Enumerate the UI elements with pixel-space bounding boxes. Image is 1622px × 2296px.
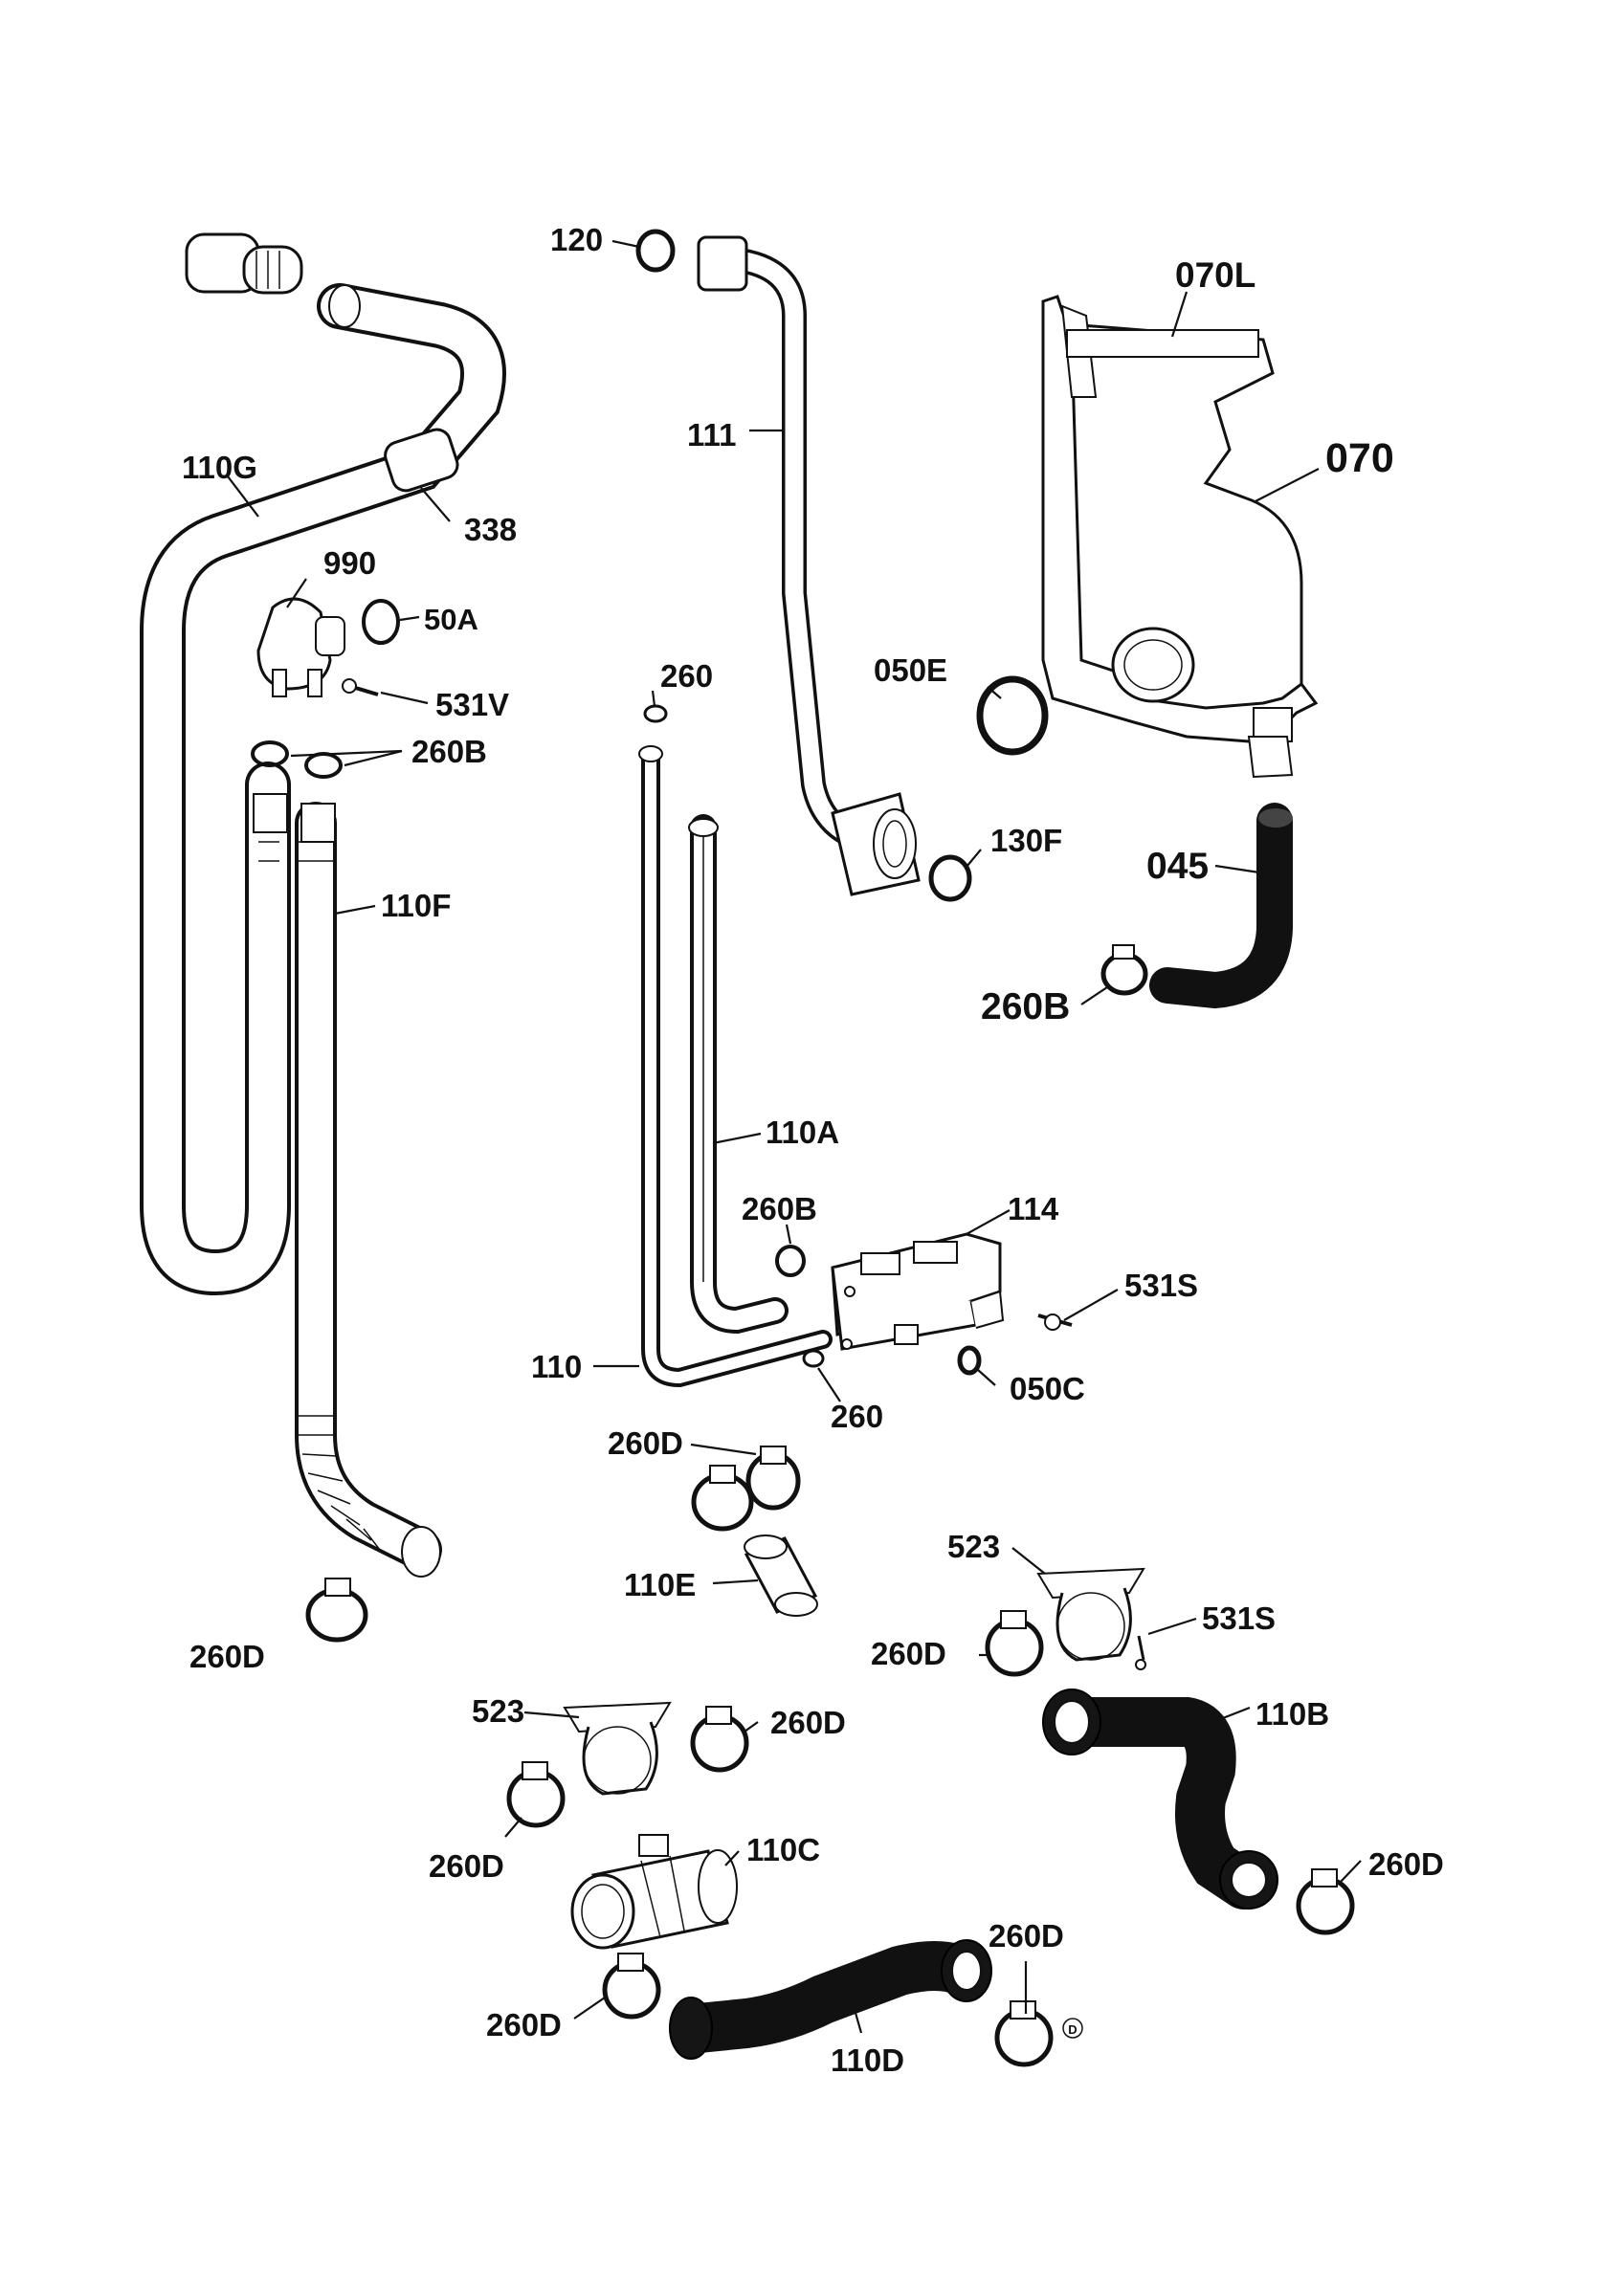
label-045: 045 — [1146, 846, 1209, 887]
label-531S-top: 531S — [1124, 1268, 1198, 1303]
label-990: 990 — [323, 545, 376, 581]
label-111: 111 — [687, 417, 736, 453]
label-260D-left: 260D — [189, 1639, 265, 1674]
label-260D-f: 260D — [989, 1918, 1064, 1954]
label-260B-left: 260B — [411, 734, 487, 769]
seal-050E-part — [976, 675, 1049, 756]
pipe-111-part — [697, 235, 921, 896]
label-130F: 130F — [990, 823, 1062, 858]
clamp-260B-right-part — [1100, 944, 1148, 996]
label-260B-right: 260B — [981, 986, 1070, 1027]
label-523-right: 523 — [947, 1529, 1000, 1564]
tube-110A-part — [688, 814, 789, 1335]
block-114-part — [831, 1232, 1005, 1351]
clamp-260D-lower-right-part — [994, 2000, 1054, 2067]
label-50A: 50A — [424, 603, 478, 636]
label-110D: 110D — [831, 2042, 904, 2078]
hose-110G-part — [140, 283, 506, 1296]
label-110E: 110E — [624, 1567, 696, 1602]
label-531S-bottom: 531S — [1202, 1601, 1276, 1636]
ring-130F-part — [928, 854, 972, 902]
label-260D-e: 260D — [429, 1848, 504, 1884]
screw-531V-part — [342, 678, 379, 696]
sleeve-110E-part — [744, 1534, 818, 1617]
variant-mark-d: D — [1068, 2022, 1077, 2037]
clamp-260D-lower-left-part — [602, 1953, 661, 2020]
ring-50A-part — [362, 599, 400, 645]
clamps-260D-center-part — [691, 1446, 801, 1532]
bracket-523-left-part — [563, 1701, 672, 1796]
valve-990-part — [256, 597, 345, 697]
label-110B: 110B — [1255, 1696, 1329, 1732]
variant-mark-circle — [1062, 2018, 1083, 2039]
part-labels: 120 070L 111 070 110G 338 990 50A 531V 2… — [182, 222, 1444, 2078]
clamp-260D-right-upper-part — [985, 1610, 1044, 1677]
label-050C: 050C — [1010, 1371, 1085, 1406]
clamp-260B-mid-part — [775, 1245, 806, 1277]
label-050E: 050E — [874, 652, 947, 688]
label-260D-a: 260D — [608, 1425, 683, 1461]
clamp-260D-mid-left-part — [506, 1761, 566, 1828]
bracket-523-right-part — [1036, 1567, 1145, 1662]
seal-050C-part — [957, 1345, 982, 1376]
screw-531S-top-part — [1037, 1314, 1073, 1331]
label-070: 070 — [1325, 435, 1394, 481]
label-523-left: 523 — [472, 1693, 524, 1729]
leader-lines — [227, 239, 1362, 2034]
label-110F: 110F — [381, 888, 451, 923]
coupling-110C-part — [570, 1834, 738, 1950]
label-260D-d: 260D — [1368, 1846, 1444, 1882]
label-070L: 070L — [1175, 255, 1255, 295]
ring-120-part — [635, 229, 676, 273]
tube-110-part — [638, 745, 833, 1388]
label-110G: 110G — [182, 450, 257, 485]
clamp-260D-mid-right-part — [690, 1706, 749, 1773]
hose-110F-part — [253, 793, 442, 1578]
label-114: 114 — [1008, 1191, 1059, 1226]
label-110: 110 — [531, 1349, 582, 1384]
clamp-260D-far-right-part — [1296, 1868, 1355, 1935]
label-120: 120 — [550, 222, 603, 257]
hose-110D-part — [669, 1939, 992, 2060]
clamp-260-top-part — [643, 704, 668, 723]
label-338: 338 — [464, 512, 517, 547]
label-260-top: 260 — [660, 658, 713, 694]
label-260D-b: 260D — [871, 1636, 946, 1671]
clamp-260D-left-part — [305, 1578, 368, 1643]
label-110A: 110A — [766, 1115, 839, 1150]
label-260-mid: 260 — [831, 1399, 883, 1434]
label-531V: 531V — [435, 687, 509, 722]
label-260D-c: 260D — [770, 1705, 846, 1740]
inlet-connector-part — [185, 232, 303, 295]
dispenser-070-part — [1041, 295, 1319, 779]
hose-110B-part — [1042, 1689, 1278, 1910]
label-110C: 110C — [746, 1832, 820, 1867]
label-260B-mid: 260B — [742, 1191, 817, 1226]
clamp-260-mid-part — [802, 1349, 825, 1368]
hose-045-part — [1149, 803, 1293, 1009]
label-260D-g: 260D — [486, 2007, 562, 2042]
screw-531S-bottom-part — [1135, 1635, 1146, 1670]
